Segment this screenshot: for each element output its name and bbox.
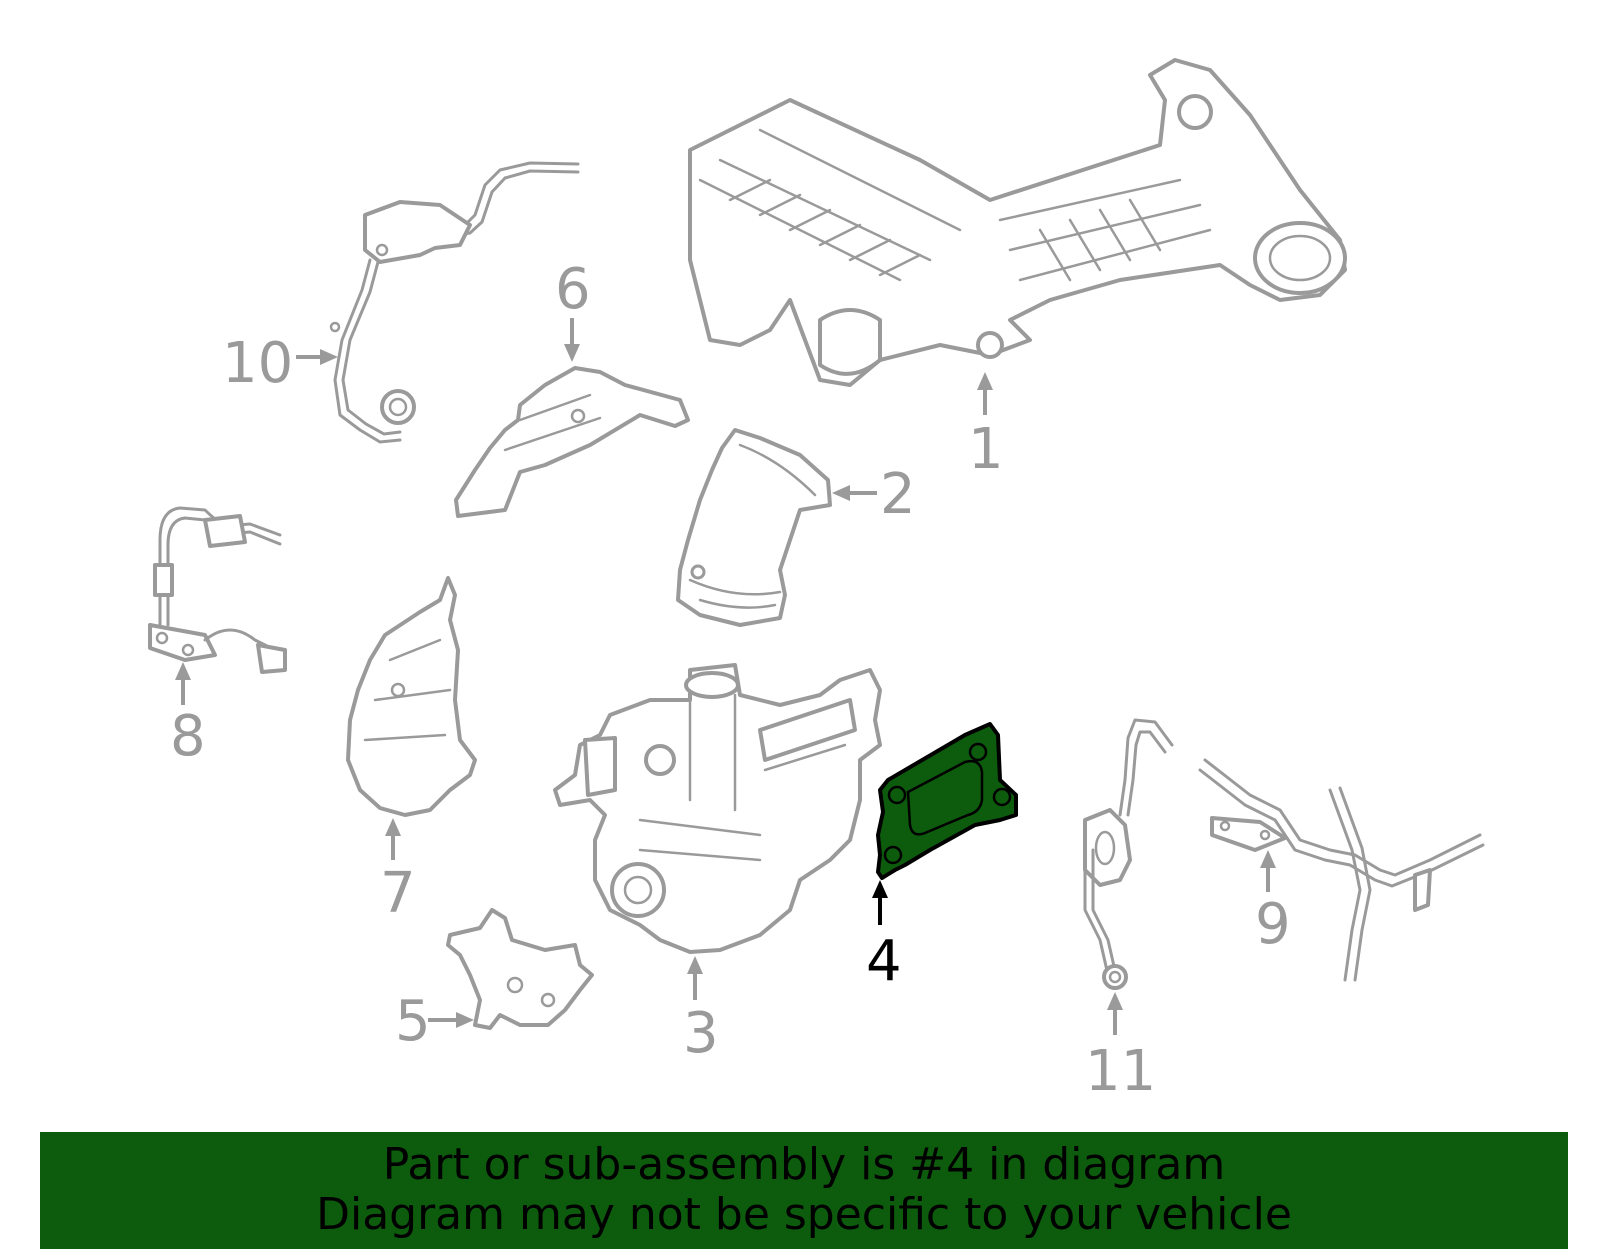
part-10-oil-feed-pipe[interactable]: [329, 161, 580, 444]
callout-3[interactable]: 3: [683, 1001, 719, 1066]
callout-6[interactable]: 6: [555, 257, 591, 322]
callout-1[interactable]: 1: [968, 417, 1004, 482]
callout-9[interactable]: 9: [1255, 892, 1291, 957]
info-banner: Part or sub-assembly is #4 in diagram Di…: [40, 1132, 1568, 1249]
banner-line-2: Diagram may not be specific to your vehi…: [316, 1189, 1292, 1240]
part-9-coolant-line[interactable]: [1198, 758, 1485, 982]
part-11-return-pipe[interactable]: [1083, 718, 1174, 990]
part-3-turbocharger[interactable]: [553, 663, 882, 954]
callout-2[interactable]: 2: [880, 462, 916, 527]
callout-5[interactable]: 5: [395, 989, 431, 1054]
part-6-heat-shield[interactable]: [454, 366, 690, 518]
callout-11[interactable]: 11: [1085, 1039, 1156, 1104]
part-1-intake-assembly[interactable]: [688, 58, 1347, 387]
callout-7[interactable]: 7: [380, 861, 416, 926]
callout-4[interactable]: 4: [866, 929, 902, 994]
part-2-air-duct[interactable]: [676, 428, 832, 627]
part-4-gasket-highlighted[interactable]: [876, 722, 1018, 880]
banner-line-1: Part or sub-assembly is #4 in diagram: [382, 1139, 1226, 1190]
callout-10[interactable]: 10: [222, 331, 293, 396]
part-8-oil-line[interactable]: [148, 506, 287, 674]
part-5-bracket[interactable]: [446, 908, 594, 1030]
part-7-turbo-heat-shield[interactable]: [346, 576, 477, 817]
callout-8[interactable]: 8: [170, 704, 206, 769]
